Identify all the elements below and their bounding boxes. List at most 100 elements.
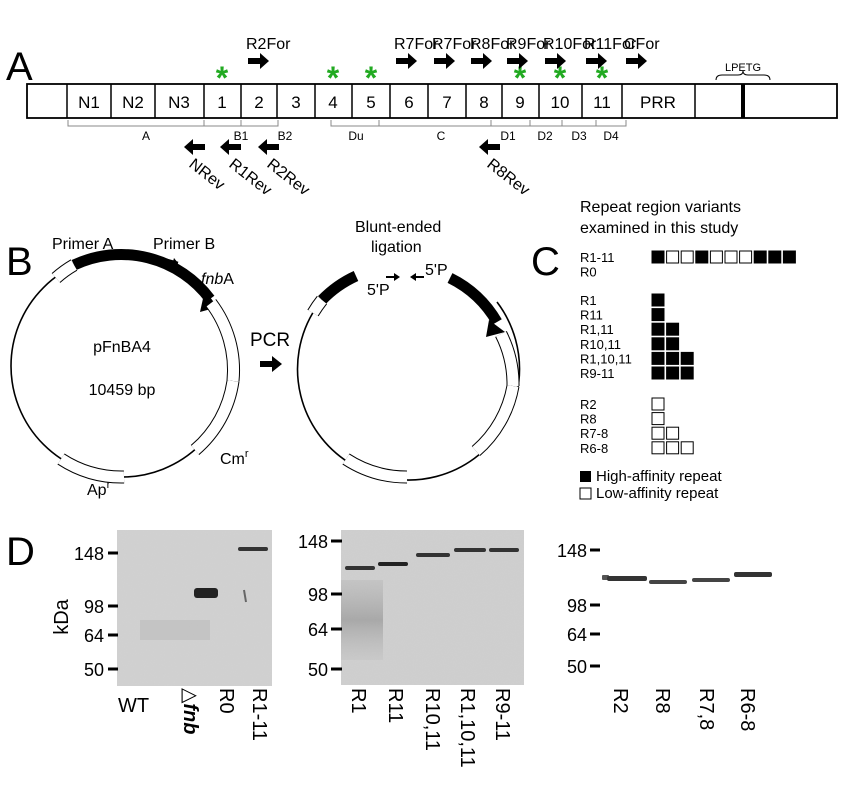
blot2-lane-r1-10-11: R1,10,11	[456, 688, 478, 768]
primer-b-label: Primer B	[153, 236, 215, 253]
high-affinity-repeat-box	[782, 250, 796, 264]
high-affinity-repeat-box	[651, 293, 665, 307]
low-affinity-repeat-box	[651, 426, 665, 440]
forward-arrow-icon	[471, 53, 492, 69]
blot2-lane-r9-11: R9-11	[491, 688, 513, 741]
primer-r2for-label: R2For	[246, 36, 291, 53]
high-affinity-repeat-box	[666, 351, 680, 365]
star-icon: *	[554, 60, 567, 96]
blot3-marker-50: 50	[567, 657, 587, 677]
high-affinity-repeat-box	[651, 351, 665, 365]
gene-label: fnbA	[201, 271, 234, 288]
blot3-marker-98: 98	[567, 596, 587, 616]
domain-repeat-1: 1	[217, 93, 226, 112]
high-affinity-repeat-box	[768, 250, 782, 264]
subregion-d2: D2	[537, 129, 553, 143]
lpetg-anchor-mark	[741, 84, 745, 118]
ap-resistance-label: Apr	[87, 479, 111, 499]
low-affinity-repeat-box	[651, 412, 665, 426]
primer-r8for-label: R8For	[470, 36, 515, 53]
primer-r9for-label: R9For	[506, 36, 551, 53]
low-affinity-repeat-box	[724, 250, 738, 264]
blot2-marker-98: 98	[308, 585, 328, 605]
primer-r7for-label-2: R7For	[432, 36, 477, 53]
cm-resistance-label: Cmr	[220, 448, 249, 468]
low-affinity-repeat-box	[651, 397, 665, 411]
domain-repeat-2: 2	[254, 93, 263, 112]
ligation-title-line2: ligation	[371, 239, 422, 256]
variant-label: R6-8	[580, 441, 608, 456]
blot1-marker-148: 148	[74, 544, 104, 564]
blot2-band-r11	[378, 562, 408, 566]
low-affinity-repeat-box	[666, 250, 680, 264]
plasmid-name: pFnBA4	[93, 339, 151, 356]
blot1-lane-r1-11: R1-11	[248, 688, 270, 741]
blot2-marker-50: 50	[308, 660, 328, 680]
blot1-marker-50: 50	[84, 660, 104, 680]
panel-letter-d: D	[6, 530, 35, 574]
small-forward-arrow-icon	[386, 273, 400, 281]
phosphate-right-label: 5'P	[425, 262, 448, 279]
subregion-a: A	[142, 129, 150, 143]
variant-label: R10,11	[580, 337, 621, 352]
western-blot-1	[117, 530, 272, 686]
high-affinity-repeat-box	[651, 250, 665, 264]
legend-low-swatch	[579, 487, 592, 500]
domain-repeat-8: 8	[479, 93, 488, 112]
reverse-arrow-icon	[258, 139, 279, 155]
legend-high-label: High-affinity repeat	[596, 468, 722, 485]
blot2-marker-148: 148	[298, 532, 328, 552]
blot2-band-r1	[345, 566, 375, 570]
variant-label: R8	[580, 412, 597, 427]
subregion-brackets	[67, 120, 627, 127]
subregion-d4: D4	[603, 129, 619, 143]
blot3-marker-148: 148	[557, 541, 587, 561]
gene-arrowhead-icon	[486, 320, 505, 337]
variant-label: R2	[580, 397, 597, 412]
blot2-lane-r1: R1	[347, 688, 369, 714]
domain-n3: N3	[168, 93, 190, 112]
blot3-marker-64: 64	[567, 625, 587, 645]
small-reverse-arrow-icon	[410, 273, 424, 281]
high-affinity-repeat-box	[651, 308, 665, 322]
blot2-band-r1-10-11	[454, 548, 486, 552]
reverse-arrow-icon	[220, 139, 241, 155]
primer-r10for-label: R10For	[543, 36, 597, 53]
domain-n1: N1	[78, 93, 100, 112]
blot1-band-r0	[194, 588, 218, 598]
variants-title-line1: Repeat region variants	[580, 199, 741, 216]
blot1-lane-r0: R0	[215, 688, 237, 714]
star-icon: *	[216, 60, 229, 96]
panel-letter-c: C	[531, 240, 560, 284]
subregion-c: C	[437, 129, 446, 143]
ligation-title-line1: Blunt-ended	[355, 219, 441, 236]
subregion-d1: D1	[500, 129, 516, 143]
legend-high-swatch	[580, 471, 591, 482]
blot1-lane-wt: WT	[118, 695, 149, 717]
lpetg-label: LPETG	[725, 62, 761, 74]
high-affinity-repeat-box	[666, 322, 680, 336]
primer-nrev-label: NRev	[186, 156, 228, 194]
blot2-lane-r11: R11	[384, 688, 406, 723]
blot3-band-r7-8	[692, 578, 730, 582]
variants-list: R1-11R0R1R11R1,11R10,11R1,10,11R9-11R2R8…	[580, 250, 796, 456]
blot1-marker-98: 98	[84, 597, 104, 617]
blot1-marker-64: 64	[84, 626, 104, 646]
blot2-band-r9-11	[489, 548, 519, 552]
forward-arrow-icon	[626, 53, 647, 69]
domain-repeat-4: 4	[328, 93, 337, 112]
panel-letter-b: B	[6, 240, 33, 284]
subregion-b2: B2	[278, 129, 293, 143]
variant-label: R1-11	[580, 250, 614, 265]
blot3-band-r2	[607, 576, 647, 581]
forward-arrow-icon	[507, 53, 528, 69]
blot3-lane-r8: R8	[651, 688, 673, 714]
domain-repeat-11: 11	[593, 93, 611, 112]
subregion-b1: B1	[234, 129, 249, 143]
domain-repeat-3: 3	[291, 93, 300, 112]
low-affinity-repeat-box	[680, 250, 694, 264]
linear-pcr-product	[296, 270, 521, 484]
domain-repeat-7: 7	[442, 93, 451, 112]
western-blot-3	[602, 572, 772, 584]
